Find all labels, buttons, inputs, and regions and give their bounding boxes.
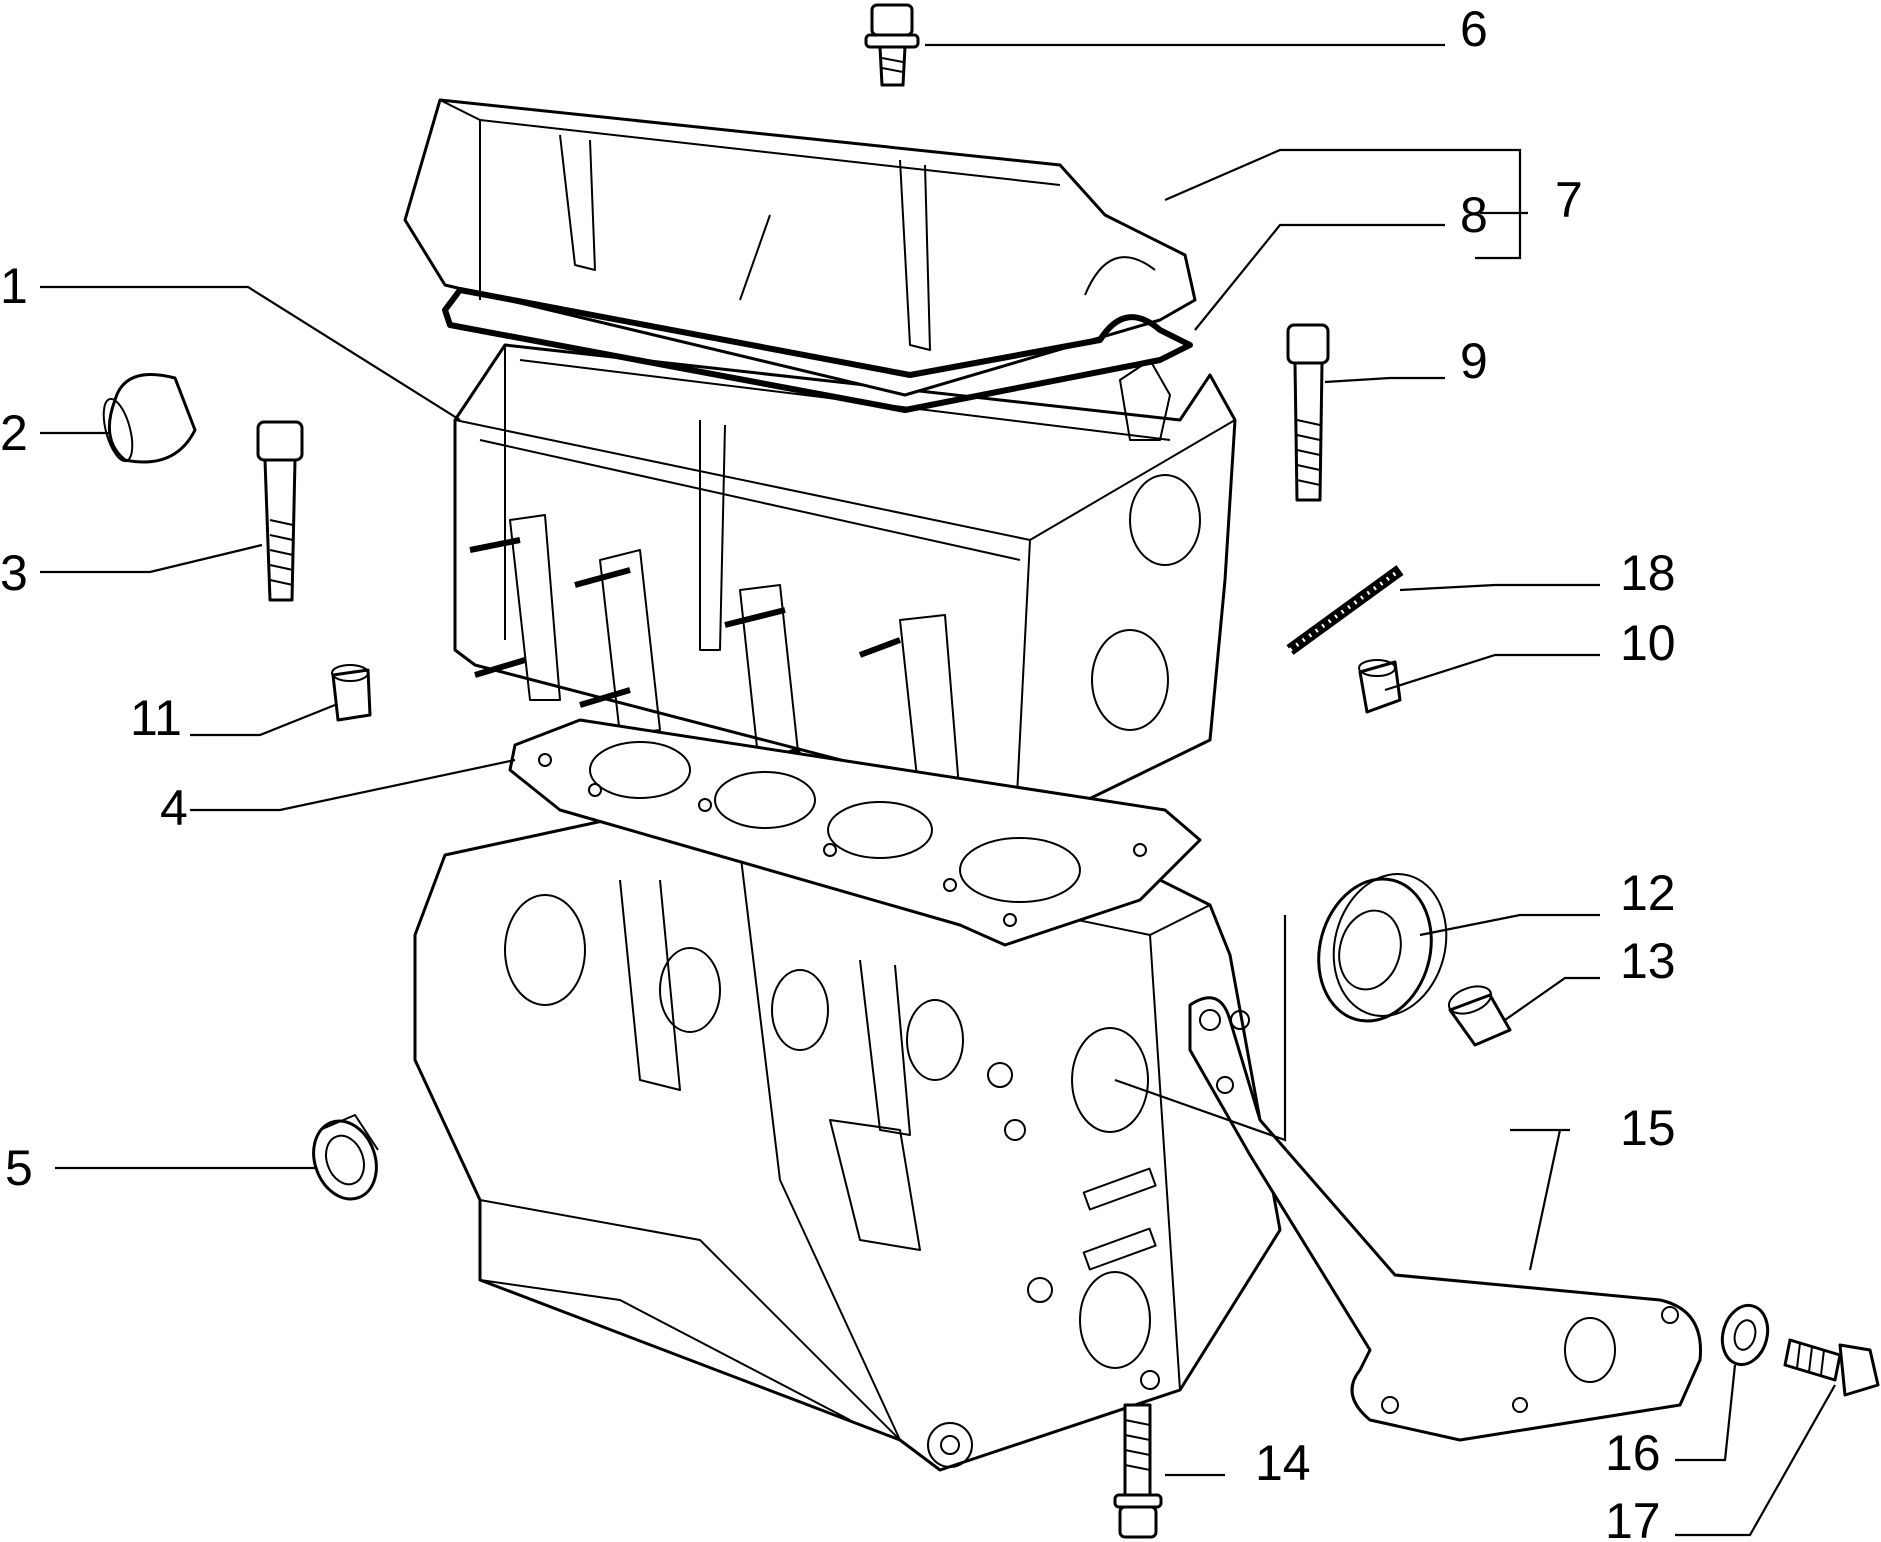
- callout-15: 15: [1620, 1100, 1676, 1156]
- callout-8: 8: [1460, 187, 1488, 243]
- callout-16: 16: [1605, 1425, 1661, 1481]
- bracket-bolt: [1113, 1403, 1163, 1539]
- stud-bolt: [1286, 323, 1330, 502]
- callout-12: 12: [1620, 865, 1676, 921]
- valve-cover-gasket: [442, 287, 1193, 413]
- callout-5: 5: [5, 1140, 33, 1196]
- washer: [1720, 1303, 1770, 1367]
- callout-14: 14: [1255, 1435, 1311, 1491]
- drain-plug: [1447, 985, 1512, 1047]
- dowel-sleeve-11: [331, 664, 372, 722]
- callout-10: 10: [1620, 615, 1676, 671]
- threaded-stud: [1286, 565, 1404, 655]
- leader-lines: [40, 43, 1836, 1537]
- callout-3: 3: [0, 545, 28, 601]
- valve-cover: [403, 98, 1197, 397]
- shaft-seal: [312, 1114, 379, 1201]
- callout-13: 13: [1620, 933, 1676, 989]
- callout-labels: 1 2 3 4 5 6 7 8 9 10 11 12 13 14 15 16 1…: [0, 1, 1676, 1542]
- callout-18: 18: [1620, 545, 1676, 601]
- cylinder-head: [453, 343, 1237, 837]
- callout-6: 6: [1460, 1, 1488, 57]
- bracket-fixing-bolt: [1783, 1338, 1880, 1397]
- engine-block: [413, 798, 1282, 1472]
- cover-bolt: [864, 3, 920, 87]
- lifting-bracket: [1188, 996, 1702, 1442]
- callout-4: 4: [160, 780, 188, 836]
- head-bolt: [256, 420, 304, 602]
- exhaust-studs: [469, 537, 951, 813]
- plug-cap: [102, 373, 197, 464]
- dowel-sleeve-10: [1358, 659, 1402, 714]
- head-gasket: [508, 718, 1202, 947]
- callout-2: 2: [0, 405, 28, 461]
- callout-9: 9: [1460, 333, 1488, 389]
- callout-17: 17: [1605, 1493, 1661, 1542]
- callout-11: 11: [130, 690, 182, 746]
- callout-1: 1: [0, 258, 28, 314]
- crankshaft-seal: [1317, 873, 1448, 1023]
- callout-7: 7: [1555, 172, 1583, 228]
